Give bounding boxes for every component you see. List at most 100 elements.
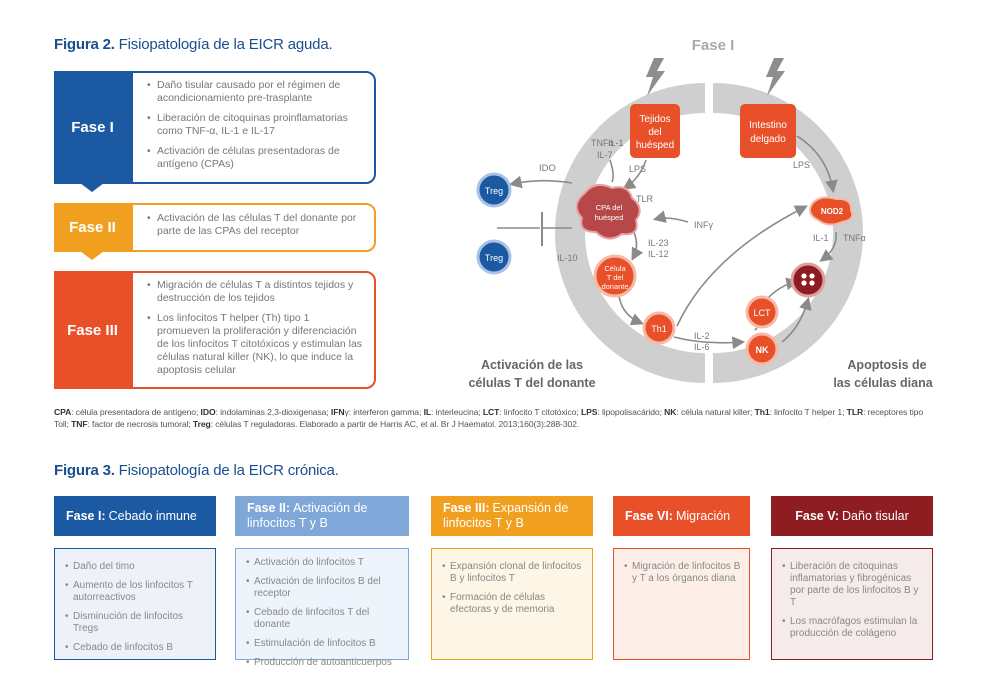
nk-cell <box>745 332 779 366</box>
fase1-box: Fase I <box>54 71 131 184</box>
fase2-box: Fase II <box>54 203 131 252</box>
fase3-item: Los linfocitos T helper (Th) tipo 1 prom… <box>147 312 364 377</box>
f3-phase4-body: Migración de linfocitos B y T a los órga… <box>613 548 750 660</box>
fase1-item: Activación de células presentadoras de a… <box>147 145 364 171</box>
f3-phase3-body: Expansión clonal de linfocitos B y linfo… <box>431 548 593 660</box>
fase3-label: Fase III <box>67 321 118 339</box>
ring-left <box>555 83 705 383</box>
arrow-infg <box>652 210 689 223</box>
lps-label-2: LPS <box>793 160 810 170</box>
nod2-cell <box>809 196 854 226</box>
f3-item: Aumento de los linfocitos T autorreactiv… <box>65 580 207 604</box>
figure2-title: Figura 2. Fisiopatología de la EICR agud… <box>54 36 333 53</box>
fase1-item: Liberación de citoquinas proinflamatoria… <box>147 112 364 138</box>
fase1-arrow <box>80 183 104 192</box>
tejidos-label-2: del <box>648 127 661 138</box>
cpa-cell <box>575 183 641 240</box>
arrow-th1 <box>618 295 644 326</box>
f3-phase5-body: Liberación de citoquinas inflamatorias y… <box>771 548 933 660</box>
arrow-nod2 <box>676 205 808 327</box>
tejidos-box <box>630 104 680 158</box>
treg-label: Treg <box>485 186 503 196</box>
target-cell-nucleus <box>809 280 815 286</box>
target-cell-nucleus <box>809 273 815 279</box>
f3-item: Activación de linfocitos B del receptor <box>246 576 400 600</box>
lightning-icon <box>646 58 665 96</box>
il6-label: IL-6 <box>694 342 710 352</box>
il10-label: IL-10 <box>557 253 578 263</box>
f3-item: Activación do linfocitos T <box>246 557 400 569</box>
infg-label: INFγ <box>694 220 713 230</box>
f3-phase1-body: Daño del timo Aumento de los linfocitos … <box>54 548 216 660</box>
f3-phase1-header: Fase I:Cebado inmune <box>54 496 216 536</box>
il12-label: IL-12 <box>648 249 669 259</box>
arrow-lps <box>796 135 838 194</box>
arrow-il2 <box>673 336 746 350</box>
f3-item: Expansión clonal de linfocitos B y linfo… <box>442 561 584 585</box>
il23-label: IL-23 <box>648 238 669 248</box>
nk-label: NK <box>756 345 769 355</box>
intestino-label-2: delgado <box>750 134 786 145</box>
f3-item: Daño del timo <box>65 561 207 573</box>
fase3-item: Migración de células T a distintos tejid… <box>147 279 364 305</box>
fase1-item: Daño tisular causado por el régimen de a… <box>147 79 364 105</box>
fase1-label: Fase I <box>71 119 114 136</box>
abbreviations: CPA: célula presentadora de antígeno; ID… <box>54 407 923 429</box>
figure3-title: Figura 3. Fisiopatología de la EICR crón… <box>54 462 339 479</box>
target-cell-nucleus <box>801 273 807 279</box>
tejidos-label-1: Tejidos <box>639 114 670 125</box>
apoptosis-label-1: Apoptosis de <box>847 358 926 372</box>
cpa-label-1: CPA del <box>596 203 623 212</box>
il2-label: IL-2 <box>694 331 710 341</box>
target-cell <box>790 262 826 298</box>
f3-item: Producción de autoanticuerpos <box>246 657 400 669</box>
target-cell-nucleus <box>801 280 807 286</box>
il1-label-r: IL-1 <box>813 233 829 243</box>
f3-phase4-header: Fase VI:Migración <box>613 496 750 536</box>
tnfa-label-r: TNFα <box>843 233 866 243</box>
lct-cell <box>745 295 779 329</box>
arrow <box>622 159 647 190</box>
tnfa-label: TNFα <box>591 138 614 148</box>
ring-right <box>713 83 863 383</box>
f3-phase5-header: Fase V:Daño tisular <box>771 496 933 536</box>
fase3-box: Fase III <box>54 271 131 389</box>
celula-t-label-3: donante <box>601 282 628 291</box>
celula-t-label-1: Célula <box>604 264 626 273</box>
f3-item: Cebado de linfocitos B <box>65 642 207 654</box>
il1-label: IL-1 <box>608 138 624 148</box>
fase1-description: Daño tisular causado por el régimen de a… <box>131 71 376 184</box>
cpa-label-2: huésped <box>595 213 624 222</box>
lct-label: LCT <box>753 308 771 318</box>
diagram-title: Fase I <box>692 37 735 54</box>
f3-item: Los macrófagos estimulan la producción d… <box>782 616 924 640</box>
tlr-label: TLR <box>636 194 654 204</box>
f3-item: Cebado de linfocitos T del donante <box>246 607 400 631</box>
activacion-label-1: Activación de las <box>481 358 583 372</box>
th1-label: Th1 <box>651 324 667 334</box>
arrow-nk <box>781 296 812 343</box>
acute-gvhd-diagram: Fase I Tejidos del huésped Intestino del… <box>468 37 933 390</box>
f3-item: Disminución de linfocitos Tregs <box>65 611 207 635</box>
f3-phase2-body: Activación do linfocitos T Activación de… <box>235 548 409 669</box>
intestino-label-1: Intestino <box>749 120 787 131</box>
fase3-description: Migración de células T a distintos tejid… <box>131 271 376 389</box>
fase2-arrow <box>80 251 104 260</box>
intestino-box <box>740 104 796 158</box>
ring-inner <box>589 113 829 353</box>
nod2-label: NOD2 <box>821 207 844 216</box>
treg-label: Treg <box>485 253 503 263</box>
arrow-il1 <box>819 231 838 262</box>
activacion-label-2: células T del donante <box>468 376 595 390</box>
lps-label: LPS <box>629 164 646 174</box>
apoptosis-label-2: las células diana <box>833 376 933 390</box>
lightning-icon <box>766 58 785 96</box>
f3-item: Migración de linfocitos B y T a los órga… <box>624 561 741 585</box>
treg-cell <box>476 172 512 208</box>
f3-phase2-header: Fase II:Activación de linfocitos T y B <box>235 496 409 536</box>
fase2-label: Fase II <box>69 219 116 236</box>
celula-t-cell <box>593 254 637 298</box>
tejidos-label-3: huésped <box>636 140 674 151</box>
arrow-ido <box>508 175 573 189</box>
fase2-description: Activación de las células T del donante … <box>131 203 376 252</box>
